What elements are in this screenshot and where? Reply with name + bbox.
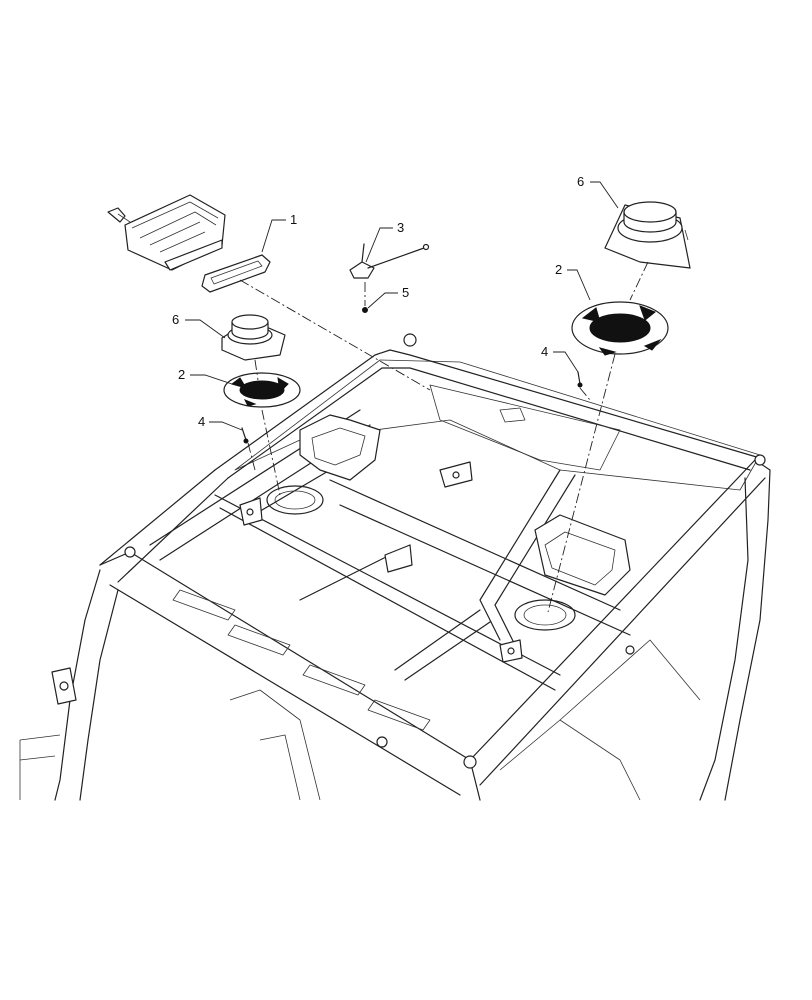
antenna [349, 243, 430, 279]
callout-2-right: 2 [555, 262, 562, 277]
screw [362, 307, 368, 313]
gasket-left [223, 372, 301, 408]
callout-4-right: 4 [541, 344, 548, 359]
screw-left [241, 427, 249, 444]
callout-labels: 1 2 2 3 4 4 5 6 6 [172, 174, 584, 429]
speaker-left [221, 314, 286, 361]
cab-frame [19, 333, 771, 801]
assembly-lines [239, 261, 649, 613]
callout-1: 1 [290, 212, 297, 227]
radio-bezel [201, 254, 271, 293]
screw-right [577, 371, 583, 388]
callout-2-left: 2 [178, 367, 185, 382]
callout-4-left: 4 [198, 414, 205, 429]
callout-3: 3 [397, 220, 404, 235]
callout-5: 5 [402, 285, 409, 300]
radio-unit [107, 194, 226, 271]
speaker-right [604, 201, 691, 269]
leader-lines [185, 181, 619, 431]
callout-6-right: 6 [577, 174, 584, 189]
callout-6-left: 6 [172, 312, 179, 327]
gasket-right [571, 301, 669, 356]
